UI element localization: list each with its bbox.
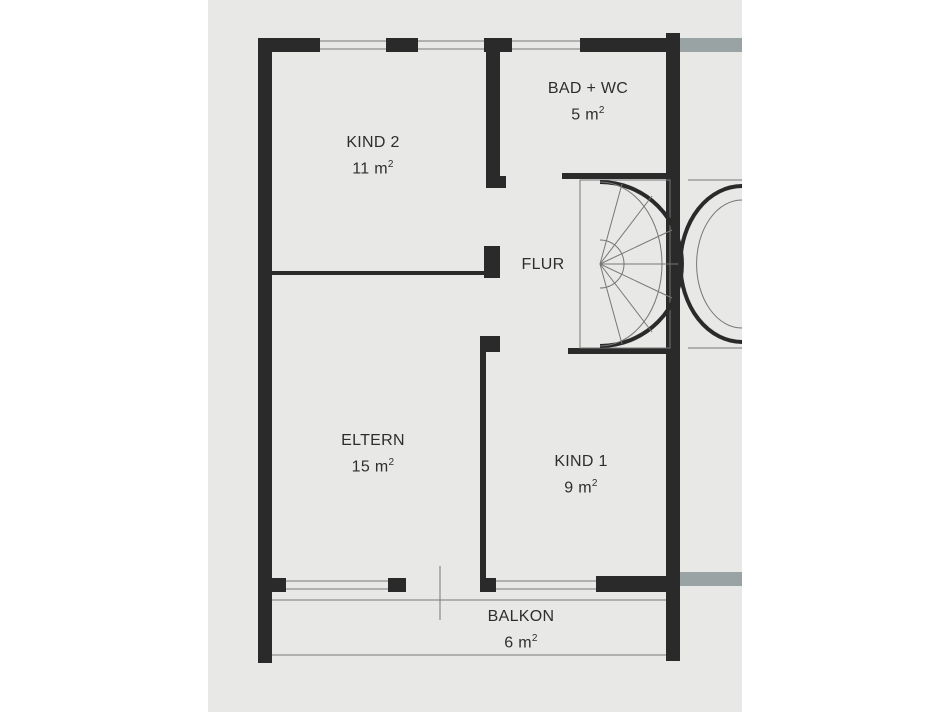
wall-pillar-flur [484,246,500,278]
room-kind1-area: 9 m2 [564,478,598,497]
wall-top-1 [258,38,320,52]
wall-right [666,33,680,661]
wall-top-4 [580,38,680,52]
balcony-wall-left [258,592,272,662]
neighbor-band-top [680,38,742,52]
room-balkon-label: BALKON 6 m2 [488,606,555,654]
wall-top-2 [386,38,418,52]
room-kind2-area: 11 m2 [352,159,394,178]
room-flur-label: FLUR [522,254,565,276]
room-eltern-area: 15 m2 [351,457,395,476]
room-eltern-label: ELTERN 15 m2 [341,430,405,478]
wall-left [258,38,272,663]
room-bad-name: BAD + WC [547,80,629,97]
floor-plan-sheet [208,0,742,712]
neighbor-staircase [678,179,743,349]
wall-bad-bottom [562,173,672,179]
room-balkon-name: BALKON [487,608,555,625]
room-kind1-label: KIND 1 9 m2 [554,451,607,499]
wall-bottom-3 [480,578,496,592]
wall-kind2-eltern [266,271,486,275]
room-bad-label: BAD + WC 5 m2 [548,78,628,126]
room-balkon-area: 6 m2 [504,633,538,652]
wall-bottom-1 [258,578,286,592]
room-kind2-label: KIND 2 11 m2 [346,132,399,180]
room-kind2-name: KIND 2 [346,134,400,151]
wall-bottom-4 [596,576,680,592]
wall-eltern-kind1 [480,340,486,590]
wall-kind1-top [568,348,672,354]
room-bad-area: 5 m2 [571,105,605,124]
wall-bad-kind2-end [486,176,506,188]
neighbor-band-bottom [680,572,742,586]
wall-bottom-2 [388,578,406,592]
room-flur-name: FLUR [521,256,565,273]
room-eltern-name: ELTERN [341,432,405,449]
room-kind1-name: KIND 1 [554,453,608,470]
wall-bad-kind2 [486,38,500,188]
